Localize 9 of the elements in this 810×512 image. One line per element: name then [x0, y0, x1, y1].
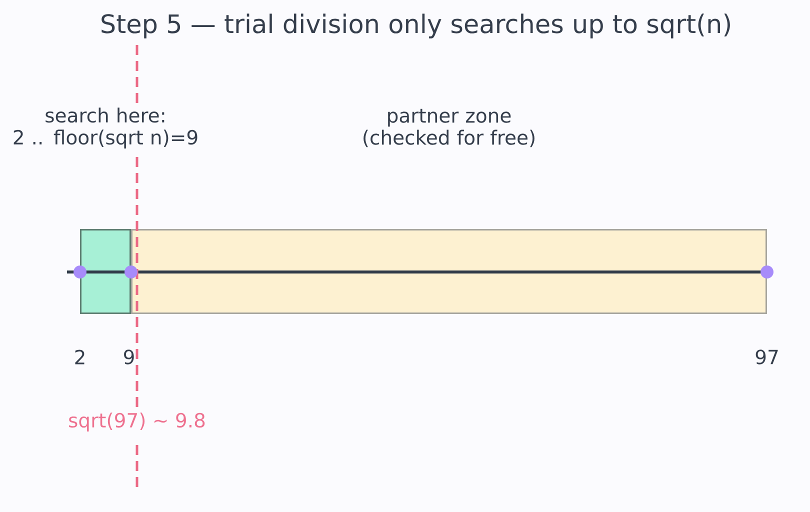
boundary-label: sqrt(97) ~ 9.8 — [69, 412, 205, 432]
zone-caption: search here: 2 .. floor(sqrt n)=9 — [14, 108, 198, 148]
title: Step 5 — trial division only searches up to sqrt(n) — [102, 14, 730, 38]
range-box — [80, 229, 131, 314]
tick-value: 97 — [756, 350, 778, 364]
tick-value: 9 — [124, 350, 134, 364]
range-box — [131, 229, 767, 314]
tick-value: 2 — [75, 350, 84, 364]
zone-caption: partner zone (checked for free) — [364, 108, 534, 148]
